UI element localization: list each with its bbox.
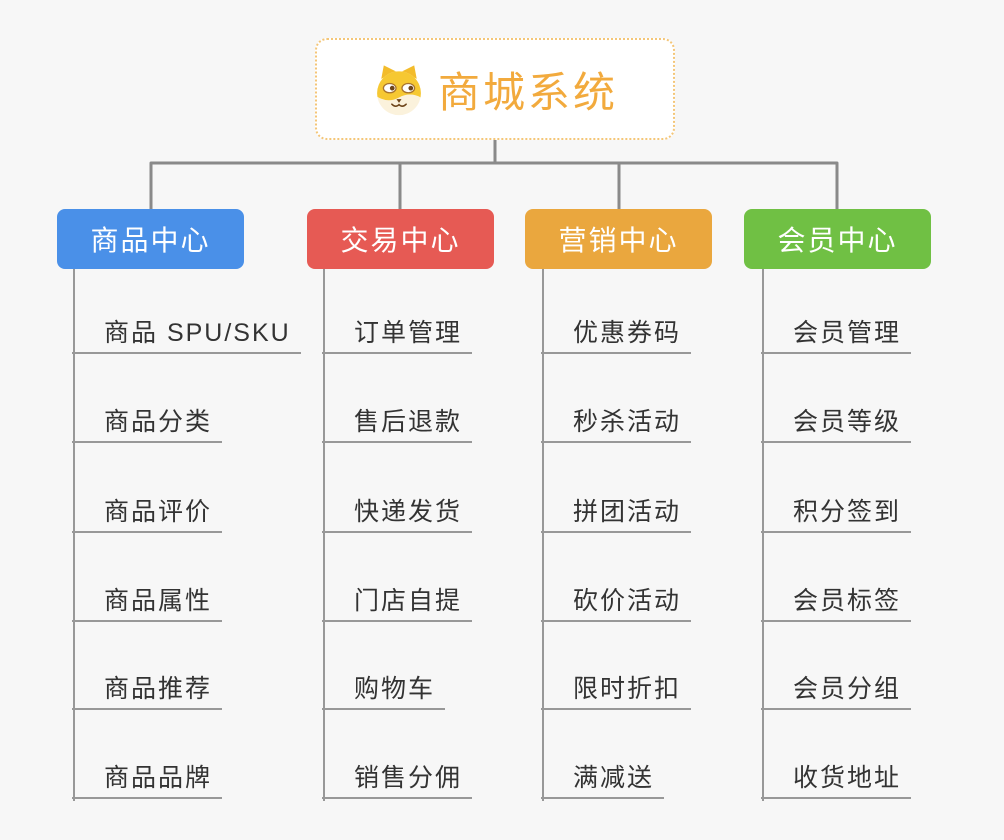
leaf-node[interactable]: 限时折扣 bbox=[541, 670, 692, 710]
leaf-node[interactable]: 商品分类 bbox=[72, 403, 223, 443]
leaf-node[interactable]: 秒杀活动 bbox=[541, 403, 692, 443]
leaf-node[interactable]: 售后退款 bbox=[322, 403, 473, 443]
leaf-node[interactable]: 积分签到 bbox=[761, 493, 912, 533]
leaf-node[interactable]: 商品推荐 bbox=[72, 670, 223, 710]
shiba-dog-icon bbox=[372, 62, 426, 116]
leaf-node[interactable]: 会员标签 bbox=[761, 582, 912, 622]
branch-trunk-line bbox=[73, 269, 75, 801]
branch-trunk-line bbox=[542, 269, 544, 801]
leaf-node[interactable]: 拼团活动 bbox=[541, 493, 692, 533]
leaf-node[interactable]: 订单管理 bbox=[322, 314, 473, 354]
leaf-node[interactable]: 商品属性 bbox=[72, 582, 223, 622]
leaf-node[interactable]: 商品 SPU/SKU bbox=[72, 314, 301, 354]
branch-trunk-line bbox=[323, 269, 325, 801]
leaf-node[interactable]: 会员管理 bbox=[761, 314, 912, 354]
leaf-node[interactable]: 商品评价 bbox=[72, 493, 223, 533]
leaf-node[interactable]: 砍价活动 bbox=[541, 582, 692, 622]
leaf-node[interactable]: 商品品牌 bbox=[72, 759, 223, 799]
branch-node-marketing-center[interactable]: 营销中心 bbox=[525, 209, 712, 269]
root-node[interactable]: 商城系统 bbox=[315, 38, 675, 140]
leaf-node[interactable]: 会员等级 bbox=[761, 403, 912, 443]
leaf-node[interactable]: 门店自提 bbox=[322, 582, 473, 622]
leaf-node[interactable]: 销售分佣 bbox=[322, 759, 473, 799]
leaf-node[interactable]: 收货地址 bbox=[761, 759, 912, 799]
leaf-node[interactable]: 会员分组 bbox=[761, 670, 912, 710]
leaf-node[interactable]: 快递发货 bbox=[322, 493, 473, 533]
leaf-node[interactable]: 购物车 bbox=[322, 670, 446, 710]
leaf-node[interactable]: 满减送 bbox=[541, 759, 665, 799]
branch-node-trade-center[interactable]: 交易中心 bbox=[307, 209, 494, 269]
branch-node-product-center[interactable]: 商品中心 bbox=[57, 209, 244, 269]
branch-trunk-line bbox=[762, 269, 764, 801]
branch-node-member-center[interactable]: 会员中心 bbox=[744, 209, 931, 269]
root-title: 商城系统 bbox=[437, 68, 618, 116]
leaf-node[interactable]: 优惠券码 bbox=[541, 314, 692, 354]
